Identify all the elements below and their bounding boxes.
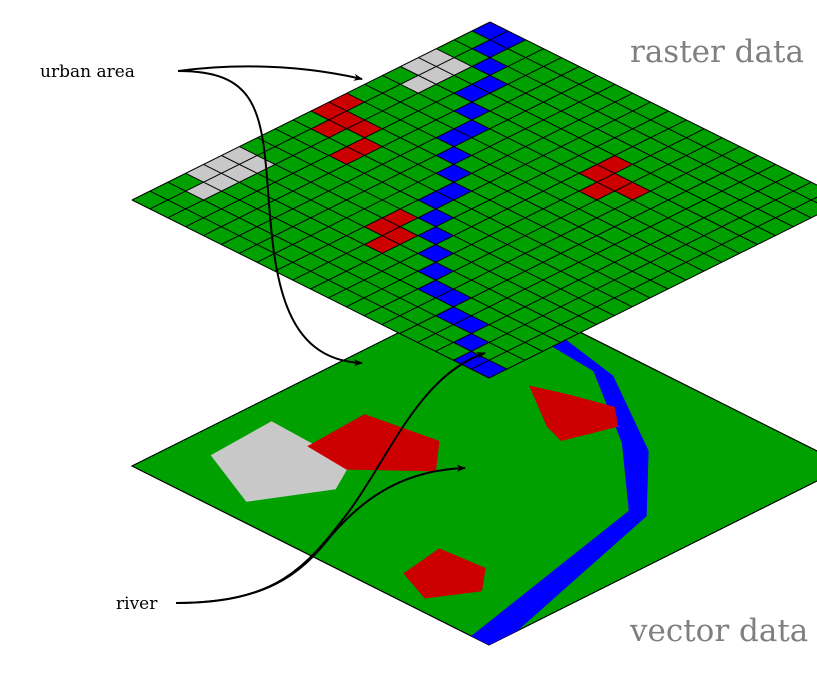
raster-grid-line	[417, 163, 776, 343]
vector-data-label: vector data	[629, 613, 808, 649]
raster-data-label: raster data	[630, 34, 804, 70]
vector-feature-polygon	[403, 548, 486, 599]
raster-grid-line	[203, 163, 561, 343]
vector-urban-polygon	[210, 421, 351, 502]
raster-grid-line	[363, 137, 723, 317]
river-label: river	[116, 594, 158, 614]
label-connectors	[175, 65, 486, 604]
vector-water-polygon	[470, 287, 649, 645]
raster-grid-line	[453, 181, 812, 361]
raster-grid-lines	[131, 21, 817, 379]
raster-grid-line	[131, 199, 490, 379]
raster-layer	[131, 21, 817, 379]
raster-grid-line	[328, 119, 687, 299]
raster-grid-line	[488, 214, 817, 379]
raster-grid-line	[381, 146, 741, 326]
raster-grid-line	[310, 110, 669, 290]
raster-grid-line	[221, 155, 579, 334]
urban-area-arrow-to-raster	[177, 65, 363, 81]
raster-grid-line	[345, 128, 705, 308]
vector-feature-polygon	[307, 414, 440, 472]
river-arrow-to-vector	[175, 464, 466, 604]
raster-land-plane	[132, 22, 817, 378]
raster-grid-line	[167, 181, 526, 361]
raster-grid-line	[274, 128, 633, 308]
raster-grid-line	[399, 155, 758, 334]
raster-grid-line	[239, 146, 597, 326]
vector-layer	[130, 286, 817, 646]
urban-area-label: urban area	[40, 62, 135, 82]
raster-grid-line	[257, 137, 615, 317]
vector-feature-polygon	[529, 385, 619, 441]
urban-area-arrow-to-vector	[177, 70, 363, 367]
raster-grid-line	[149, 190, 508, 370]
raster-grid-line	[470, 196, 817, 370]
raster-grid-line	[185, 172, 543, 352]
raster-grid-line	[292, 119, 651, 299]
raster-grid-line	[435, 172, 794, 352]
